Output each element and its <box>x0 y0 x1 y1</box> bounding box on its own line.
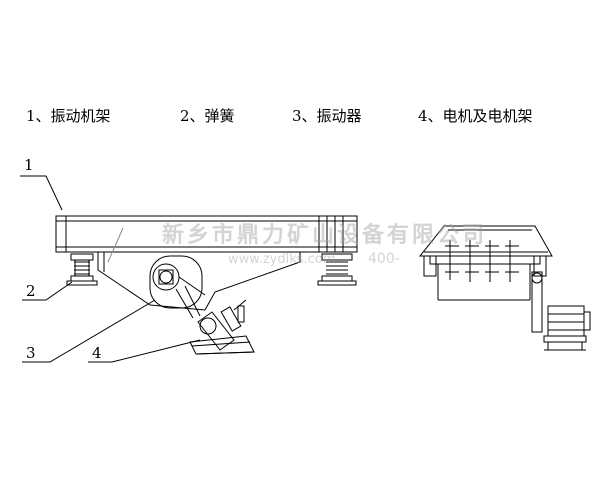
callout-3: 3 <box>26 344 36 362</box>
legend-item-1: 1、振动机架 <box>26 107 111 125</box>
spring-right <box>317 253 357 286</box>
vibrating-frame-side <box>55 215 358 311</box>
parts-legend: 1、振动机架 2、弹簧 3、振动器 4、电机及电机架 <box>0 105 600 129</box>
spring-left <box>66 253 98 286</box>
watermark-company: 新乡市鼎力矿山设备有限公司 <box>162 223 488 248</box>
legend-item-3: 3、振动器 <box>292 107 362 125</box>
leader-lines <box>20 175 201 363</box>
callout-2: 2 <box>26 282 36 300</box>
legend-item-2: 2、弹簧 <box>180 107 235 125</box>
watermark-phone: 400- <box>368 251 400 267</box>
callout-1: 1 <box>24 156 34 174</box>
watermark-url: www.zydlks.com <box>228 252 336 267</box>
motor-side <box>189 299 255 355</box>
callout-4: 4 <box>92 344 102 362</box>
legend-item-4: 4、电机及电机架 <box>418 107 533 125</box>
vibrator-side <box>149 255 206 319</box>
vibrating-frame-front <box>418 225 553 301</box>
motor-front <box>531 271 591 351</box>
